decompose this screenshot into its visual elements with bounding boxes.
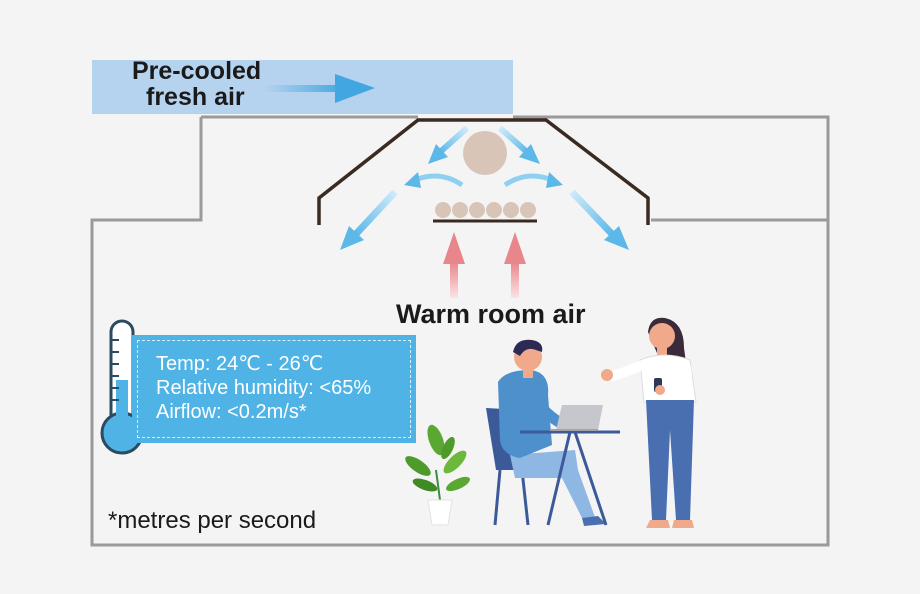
conditions-panel: Temp: 24℃ - 26℃ Relative humidity: <65% … (132, 335, 416, 443)
cool-arrow (498, 125, 540, 164)
cool-arrow (569, 189, 629, 250)
airflow-text: Airflow: <0.2m/s* (156, 401, 307, 423)
potted-plant (405, 424, 470, 526)
duct-label-line2: fresh air (146, 83, 245, 112)
humidity-text: Relative humidity: <65% (156, 377, 372, 399)
warm-air-arrows (443, 232, 526, 298)
duct-arrow (265, 74, 375, 103)
fan-disc (463, 131, 507, 175)
warm-arrow (443, 232, 465, 298)
cool-air-arrows (340, 125, 629, 250)
cool-arrow (428, 125, 469, 164)
woman-with-phone (601, 317, 697, 528)
ceiling-hood (317, 118, 650, 225)
cool-arrow (503, 172, 563, 188)
man-at-laptop (486, 339, 620, 526)
footnote: *metres per second (108, 507, 317, 534)
conditions-panel-inner: Temp: 24℃ - 26℃ Relative humidity: <65% … (137, 340, 411, 438)
cool-arrow (340, 189, 398, 250)
cool-arrow (404, 172, 464, 188)
duct-label: Pre-cooled fresh air (132, 58, 282, 111)
room-outline (90, 115, 830, 547)
warm-arrow (504, 232, 526, 298)
thermometer-icon (100, 319, 144, 455)
temp-text: Temp: 24℃ - 26℃ (156, 353, 324, 375)
duct-label-line1: Pre-cooled (132, 57, 262, 85)
warm-air-label: Warm room air (396, 299, 586, 329)
cooling-coil (433, 202, 537, 223)
